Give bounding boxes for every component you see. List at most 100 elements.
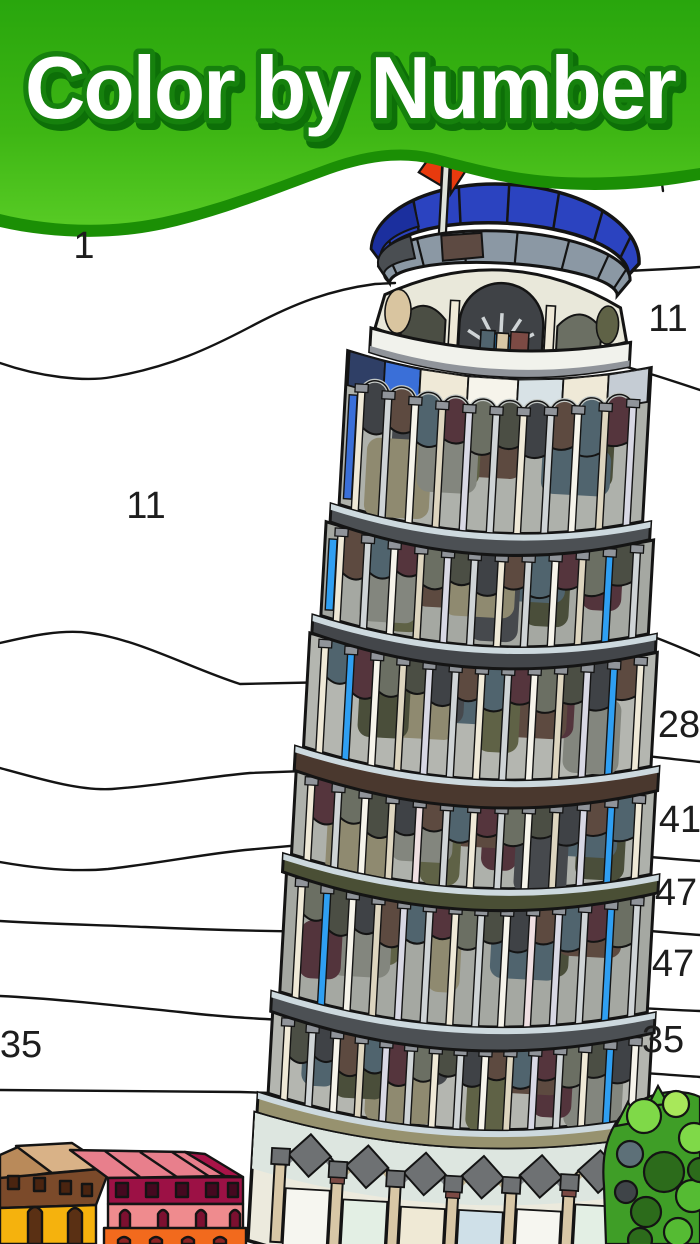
ring-seam [415, 238, 425, 267]
bell-detail [595, 305, 620, 345]
tower-cornice [328, 501, 653, 557]
capital-trim [444, 1190, 461, 1200]
ring-dark-segment [376, 234, 417, 284]
house-window-arch [156, 1208, 170, 1232]
cornice-highlight [295, 746, 659, 788]
tower-base [246, 1110, 661, 1244]
base-panel [279, 1187, 331, 1244]
roof-seam [139, 1151, 178, 1178]
tree-blob [674, 1178, 700, 1214]
tree-blob [626, 1226, 654, 1244]
cornice-highlight [271, 991, 656, 1035]
column-capital [489, 405, 504, 416]
tower-tier [337, 348, 653, 539]
house-window-arch [194, 1208, 208, 1232]
base-column [500, 1191, 518, 1244]
contour-line [0, 630, 337, 686]
tower-cornice [292, 744, 661, 810]
column-capital [317, 638, 333, 649]
house-window [174, 1181, 190, 1199]
house-window [80, 1182, 94, 1198]
tower-cornice [310, 613, 658, 671]
house-window-arch [180, 1235, 196, 1244]
house-window [114, 1181, 130, 1199]
region-number: 47 [652, 943, 694, 985]
column-capital [516, 406, 532, 417]
ledge-shadow [369, 345, 630, 377]
house-window-arch [212, 1235, 228, 1244]
base-capital [500, 1175, 522, 1195]
cornice-band [328, 501, 653, 557]
base-capital [559, 1173, 580, 1192]
house-window [6, 1174, 21, 1191]
column-capital [543, 406, 559, 417]
cap-seam [552, 192, 561, 230]
house-window-arch [148, 1235, 164, 1244]
cornice-band [269, 989, 657, 1053]
tree-blob [613, 1179, 639, 1205]
belfry [368, 124, 641, 379]
house-window-arch [66, 1206, 84, 1244]
base-diamond [402, 1151, 448, 1197]
cap-seam [457, 186, 462, 225]
tree-blob [661, 1089, 691, 1119]
region-number: 35 [0, 1024, 42, 1066]
capital-trim [561, 1189, 577, 1198]
column-capital [462, 403, 477, 414]
capital-trim [329, 1176, 346, 1185]
contour-line [0, 1088, 307, 1096]
tree-blob [677, 1121, 700, 1155]
base-column [443, 1190, 460, 1244]
house-window [58, 1179, 73, 1196]
ring-seam [612, 268, 628, 290]
column-capital [629, 543, 645, 554]
contour-line [0, 840, 337, 872]
ring-seam [596, 254, 610, 280]
base-capital [327, 1160, 349, 1180]
tower-cornice [280, 851, 661, 913]
tower-tier [319, 519, 656, 652]
region-number: 28 [658, 704, 700, 746]
contour-line [0, 919, 337, 934]
house-window-arch [118, 1208, 132, 1232]
trees-illustration [602, 1083, 700, 1244]
cornice-band [280, 851, 661, 913]
title-banner: Color by Number Color by Number [0, 0, 700, 237]
cap-seam [505, 184, 511, 224]
column-capital [625, 398, 641, 409]
cornice-highlight [312, 615, 657, 654]
cornice-highlight [283, 853, 659, 896]
roof-seam [104, 1150, 141, 1178]
pisa-tower-illustration [246, 124, 661, 1244]
column-capital [570, 404, 586, 415]
house-window [32, 1176, 47, 1193]
house-window-arch [228, 1208, 242, 1232]
app-title-shadow: Color by Number [29, 43, 680, 142]
house-wall-orange [102, 1226, 248, 1244]
house-window [204, 1181, 220, 1199]
cornice-highlight [257, 1092, 658, 1138]
edge-accent [342, 394, 358, 500]
tree-blob [615, 1139, 645, 1169]
region-number: 11 [648, 298, 687, 340]
base-diamond [518, 1153, 564, 1200]
base-capital [442, 1174, 464, 1194]
region-number: 1 [73, 225, 94, 267]
column-capital [434, 400, 450, 411]
contour-line [0, 281, 397, 381]
cornice-band [292, 744, 661, 810]
ring-seam [513, 231, 519, 265]
house-window [226, 1181, 240, 1199]
region-number: 11 [126, 485, 165, 527]
cap-seam [592, 210, 604, 242]
column-capital [633, 656, 649, 667]
tree-blob [642, 1150, 686, 1194]
cornice-band [310, 613, 658, 671]
house-window-arch [116, 1235, 132, 1244]
app-title: Color by Number [25, 38, 676, 137]
tower-tier [289, 768, 658, 896]
ring-brown-segment [440, 231, 485, 262]
